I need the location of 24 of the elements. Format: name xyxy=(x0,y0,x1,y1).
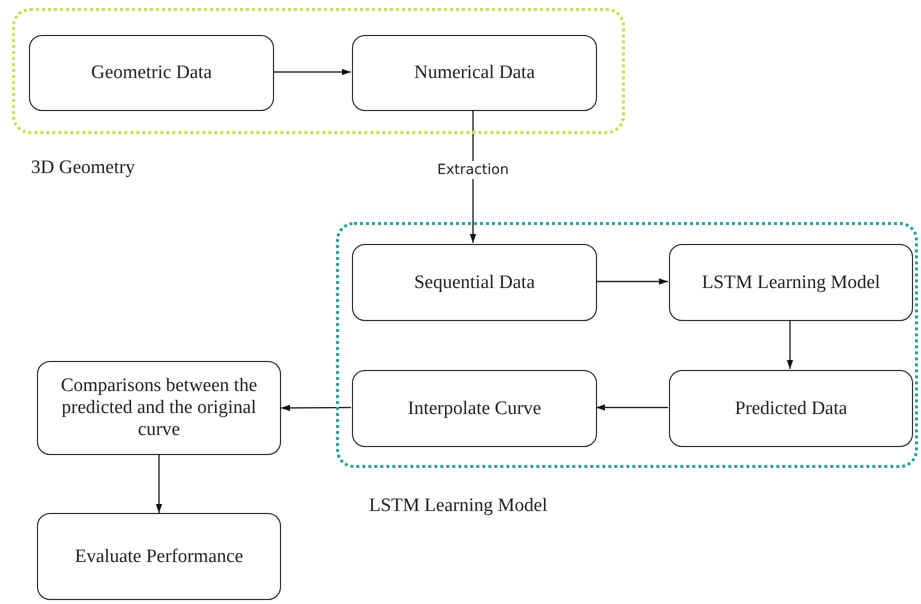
group-label: LSTM Learning Model xyxy=(369,495,548,517)
process-box xyxy=(669,370,913,447)
box-label: Evaluate Performance xyxy=(74,546,244,568)
box-label: Geometric Data xyxy=(90,62,213,84)
box-label: Interpolate Curve xyxy=(406,398,542,420)
arrow xyxy=(281,404,351,412)
arrow xyxy=(596,404,668,411)
process-box xyxy=(352,370,597,447)
process-box xyxy=(352,244,597,321)
process-box xyxy=(37,513,281,600)
box-label: Comparisons between the predicted and the original curve xyxy=(60,375,258,441)
arrow xyxy=(273,68,351,76)
box-label: Predicted Data xyxy=(734,398,848,420)
group-label: 3D Geometry xyxy=(31,157,135,179)
process-box xyxy=(29,35,274,111)
arrow xyxy=(596,278,668,285)
arrow xyxy=(786,320,794,369)
process-box xyxy=(669,244,913,321)
process-box xyxy=(37,361,281,455)
process-box xyxy=(352,35,597,111)
arrow xyxy=(156,455,162,513)
box-label: LSTM Learning Model xyxy=(700,272,882,294)
box-label: Numerical Data xyxy=(413,62,536,84)
box-label: Sequential Data xyxy=(413,272,536,294)
